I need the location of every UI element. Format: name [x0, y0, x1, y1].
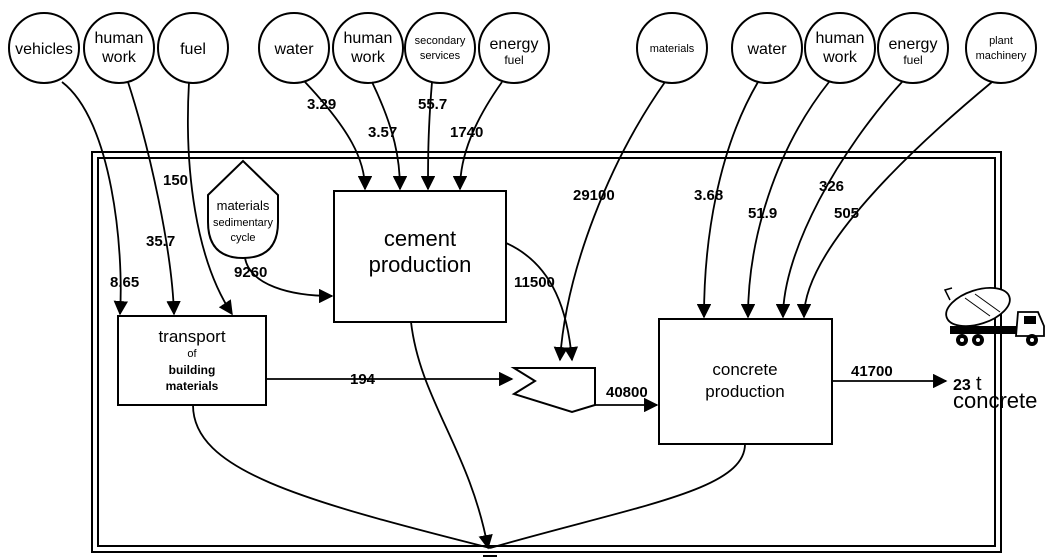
svg-text:services: services	[420, 50, 461, 62]
svg-text:plant: plant	[989, 35, 1013, 47]
svg-text:materials: materials	[650, 43, 695, 55]
svg-text:work: work	[350, 49, 386, 66]
svg-text:human: human	[816, 30, 865, 47]
svg-text:concrete: concrete	[712, 360, 777, 379]
value-materials-concrete: 29100	[573, 187, 615, 204]
svg-text:building: building	[169, 363, 216, 377]
value-water-concrete: 3.68	[694, 187, 723, 204]
value-output: 41700	[851, 363, 893, 380]
value-energy-concrete: 326	[819, 178, 844, 195]
source-materials-sedimentary-cycle: materials sedimentary cycle	[208, 161, 278, 258]
svg-text:energy: energy	[889, 36, 938, 53]
svg-text:materials: materials	[166, 379, 219, 393]
source-materials-concrete: materials	[637, 13, 707, 83]
source-water-cement: water	[259, 13, 329, 83]
svg-text:production: production	[705, 382, 784, 401]
cement-production-box: cement production	[334, 191, 506, 322]
mixer-interaction-symbol	[514, 368, 595, 412]
svg-text:fuel: fuel	[180, 41, 206, 58]
value-human-work-transport: 35.7	[146, 233, 175, 250]
svg-text:cement: cement	[384, 226, 456, 251]
value-transport-out: 194	[350, 371, 376, 388]
source-human-work-transport: human work	[84, 13, 154, 83]
svg-text:water: water	[273, 41, 314, 58]
flow-materials-concrete	[560, 82, 665, 360]
source-human-work-concrete: human work	[805, 13, 875, 83]
value-cement-out: 11500	[514, 274, 555, 291]
svg-text:materials: materials	[217, 198, 270, 213]
svg-text:sedimentary: sedimentary	[213, 217, 273, 229]
value-secondary-cement: 55.7	[418, 96, 447, 113]
svg-text:transport: transport	[158, 327, 225, 346]
svg-text:human: human	[344, 30, 393, 47]
svg-text:human: human	[95, 30, 144, 47]
source-human-work-cement: human work	[333, 13, 403, 83]
source-fuel-transport: fuel	[158, 13, 228, 83]
svg-text:of: of	[187, 348, 197, 360]
value-fuel-transport: 150	[163, 172, 188, 189]
svg-text:machinery: machinery	[976, 50, 1027, 62]
svg-text:work: work	[101, 49, 137, 66]
value-sedimentary-cement: 9260	[234, 264, 267, 281]
flow-human-concrete	[748, 82, 829, 317]
concrete-production-box: concrete production	[659, 319, 832, 444]
value-human-cement: 3.57	[368, 124, 397, 141]
source-energy-fuel-cement: energy fuel	[479, 13, 549, 83]
svg-text:secondary: secondary	[415, 35, 466, 47]
value-energy-cement: 1740	[450, 124, 483, 141]
svg-text:fuel: fuel	[504, 53, 523, 67]
value-mixer-to-concrete: 40800	[606, 384, 648, 401]
heat-sink-icon	[479, 552, 501, 556]
source-vehicles-label: vehicles	[15, 41, 73, 58]
source-secondary-services: secondary services	[405, 13, 475, 83]
flow-concrete-to-sink	[490, 444, 745, 548]
flow-energy-concrete	[783, 82, 902, 317]
source-energy-fuel-concrete: energy fuel	[878, 13, 948, 83]
flow-cement-to-sink	[411, 322, 488, 548]
svg-text:water: water	[746, 41, 787, 58]
svg-text:production: production	[369, 252, 472, 277]
svg-text:fuel: fuel	[903, 53, 922, 67]
transport-box: transport of building materials	[118, 316, 266, 405]
value-human-concrete: 51.9	[748, 205, 777, 222]
svg-text:energy: energy	[490, 36, 539, 53]
svg-text:work: work	[822, 49, 858, 66]
source-vehicles: vehicles	[9, 13, 79, 83]
value-plant-concrete: 505	[834, 205, 859, 222]
flow-plant-concrete	[804, 82, 992, 317]
source-plant-machinery: plant machinery	[966, 13, 1036, 83]
source-water-concrete: water	[732, 13, 802, 83]
svg-text:cycle: cycle	[230, 232, 255, 244]
value-vehicles: 8.65	[110, 274, 139, 291]
value-water-cement: 3.29	[307, 96, 336, 113]
output-product: concrete	[953, 388, 1037, 413]
concrete-mixer-truck-icon	[941, 281, 1044, 346]
